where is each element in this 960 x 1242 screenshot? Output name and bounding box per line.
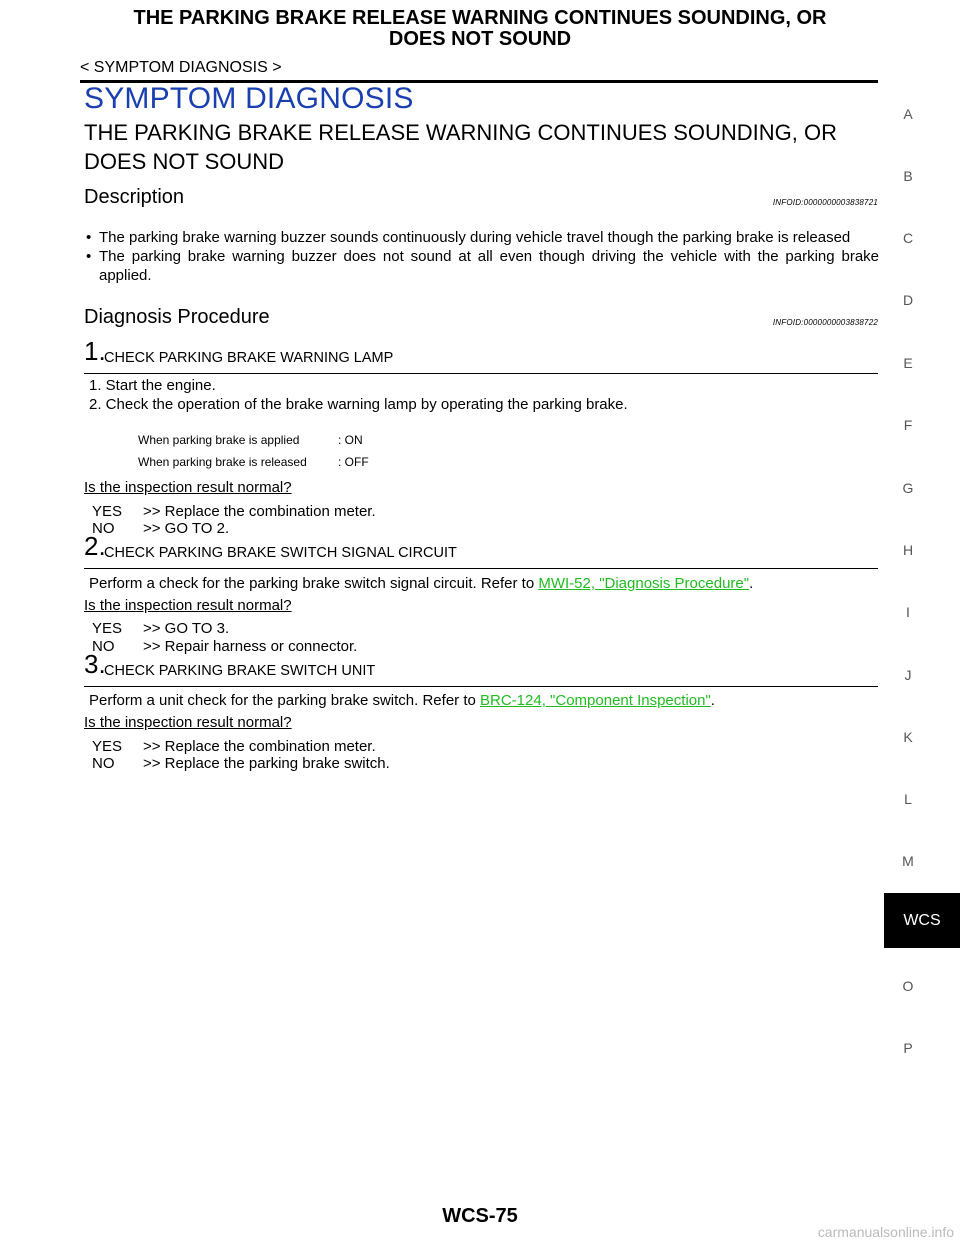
- side-index-wcs-active[interactable]: WCS: [884, 893, 960, 948]
- side-index-c[interactable]: C: [902, 230, 914, 246]
- step-title: CHECK PARKING BRAKE SWITCH UNIT: [104, 663, 376, 679]
- header-title-line2: DOES NOT SOUND: [388, 28, 572, 50]
- side-index-i[interactable]: I: [906, 604, 910, 620]
- condition-label: When parking brake is released: [138, 455, 307, 469]
- step-number: 1.: [84, 336, 106, 366]
- procedure-infoid: INFOID:0000000003838722: [772, 318, 878, 327]
- side-index-p[interactable]: P: [903, 1040, 913, 1056]
- section-title: SYMPTOM DIAGNOSIS: [84, 82, 414, 115]
- step-number: 2.: [84, 531, 106, 561]
- answer-yes: YES >> GO TO 3.: [92, 620, 230, 637]
- answer-no: NO >> GO TO 2.: [92, 520, 230, 537]
- side-index-f[interactable]: F: [903, 417, 913, 433]
- answer-yes: YES >> Replace the combination meter.: [92, 738, 376, 755]
- topic-title-line2: DOES NOT SOUND: [84, 149, 285, 174]
- condition-value: : ON: [338, 433, 363, 447]
- inspection-question: Is the inspection result normal?: [84, 479, 292, 496]
- step-number: 3.: [84, 649, 106, 679]
- condition-label: When parking brake is applied: [138, 433, 300, 447]
- step-1-header: 1. CHECK PARKING BRAKE WARNING LAMP: [84, 336, 878, 374]
- header-title-line1: THE PARKING BRAKE RELEASE WARNING CONTIN…: [133, 7, 827, 29]
- brc-124-link[interactable]: BRC-124, "Component Inspection": [480, 692, 711, 709]
- answer-yes: YES >> Replace the combination meter.: [92, 503, 376, 520]
- inspection-question: Is the inspection result normal?: [84, 597, 292, 614]
- side-index-l[interactable]: L: [904, 791, 912, 807]
- side-index-e[interactable]: E: [903, 355, 913, 371]
- side-index-g[interactable]: G: [902, 480, 914, 496]
- instruction: 1. Start the engine.: [89, 377, 216, 394]
- inspection-question: Is the inspection result normal?: [84, 714, 292, 731]
- description-heading: Description: [84, 186, 185, 208]
- condition-row: When parking brake is released : OFF: [138, 455, 369, 469]
- step-3-text: Perform a unit check for the parking bra…: [89, 692, 715, 709]
- topic-title-line1: THE PARKING BRAKE RELEASE WARNING CONTIN…: [84, 120, 837, 145]
- side-index-o[interactable]: O: [902, 978, 914, 994]
- condition-row: When parking brake is applied : ON: [138, 433, 363, 447]
- step-title: CHECK PARKING BRAKE SWITCH SIGNAL CIRCUI…: [104, 545, 457, 561]
- page-header-title: THE PARKING BRAKE RELEASE WARNING CONTIN…: [80, 8, 880, 50]
- bullet-icon: •: [86, 248, 92, 265]
- description-bullets: •The parking brake warning buzzer sounds…: [84, 228, 879, 285]
- side-index-k[interactable]: K: [903, 729, 913, 745]
- step-2-text: Perform a check for the parking brake sw…: [89, 575, 754, 592]
- step-title: CHECK PARKING BRAKE WARNING LAMP: [104, 350, 394, 366]
- breadcrumb: < SYMPTOM DIAGNOSIS >: [80, 59, 282, 76]
- step-3-header: 3. CHECK PARKING BRAKE SWITCH UNIT: [84, 649, 878, 687]
- step-2-header: 2. CHECK PARKING BRAKE SWITCH SIGNAL CIR…: [84, 531, 878, 569]
- page-number: WCS-75: [442, 1205, 518, 1227]
- description-infoid: INFOID:0000000003838721: [772, 198, 878, 207]
- side-index-b[interactable]: B: [903, 168, 913, 184]
- topic-title: THE PARKING BRAKE RELEASE WARNING CONTIN…: [84, 118, 884, 176]
- side-index-d[interactable]: D: [902, 292, 914, 308]
- condition-value: : OFF: [338, 455, 369, 469]
- bullet-item: •The parking brake warning buzzer does n…: [86, 248, 879, 284]
- procedure-heading: Diagnosis Procedure: [84, 306, 270, 328]
- side-index-h[interactable]: H: [902, 542, 914, 558]
- instruction: 2. Check the operation of the brake warn…: [89, 396, 628, 413]
- answer-no: NO >> Repair harness or connector.: [92, 638, 358, 655]
- side-index-a[interactable]: A: [903, 106, 913, 122]
- side-index-j[interactable]: J: [904, 667, 912, 683]
- bullet-icon: •: [86, 229, 92, 246]
- side-index-m[interactable]: M: [902, 853, 914, 869]
- watermark: carmanualsonline.info: [817, 1224, 954, 1240]
- answer-no: NO >> Replace the parking brake switch.: [92, 755, 390, 772]
- bullet-item: •The parking brake warning buzzer sounds…: [86, 229, 851, 246]
- header-divider: [80, 80, 878, 83]
- mwi-52-link[interactable]: MWI-52, "Diagnosis Procedure": [538, 575, 750, 592]
